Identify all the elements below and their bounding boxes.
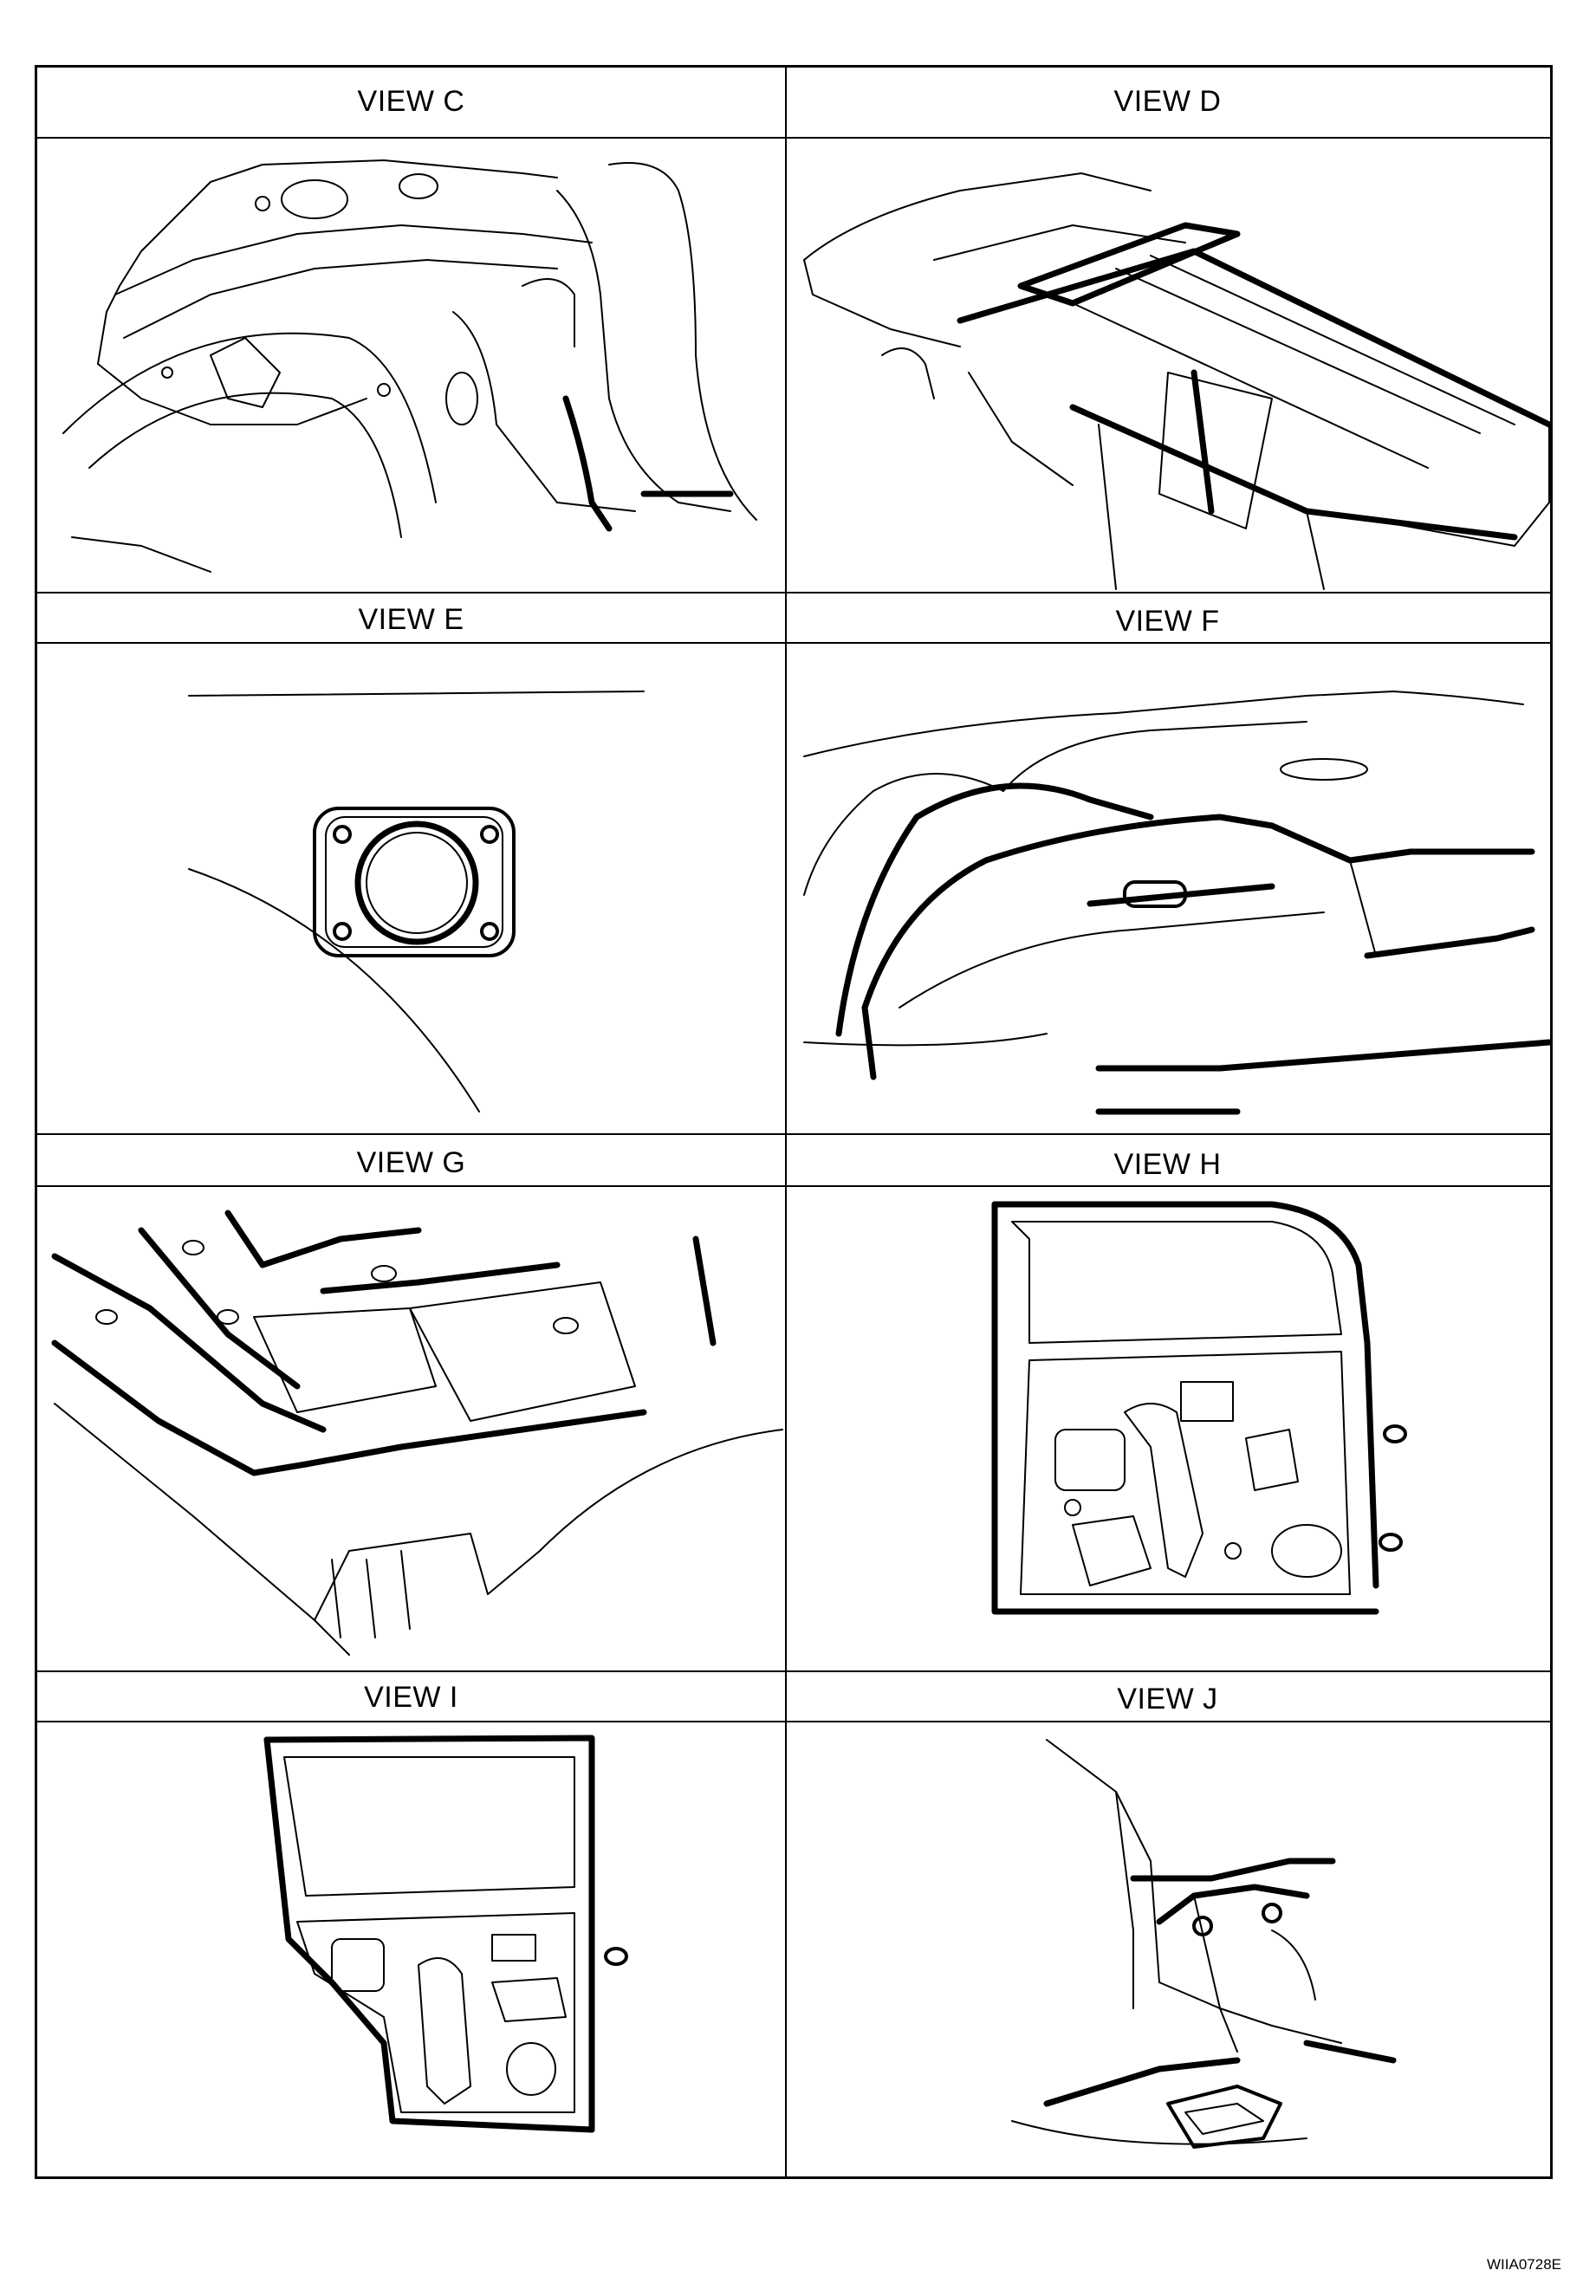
view-i-title: VIEW I xyxy=(364,1681,458,1714)
view-c-title: VIEW C xyxy=(357,85,465,118)
row-divider xyxy=(37,1721,1550,1722)
view-d-drawing xyxy=(803,172,1553,590)
view-j-drawing xyxy=(1011,1739,1397,2149)
view-e-drawing xyxy=(188,691,645,1112)
view-h-drawing xyxy=(991,1201,1407,1615)
view-g-title: VIEW G xyxy=(356,1146,466,1179)
view-g-drawing xyxy=(51,1210,783,1656)
row-divider xyxy=(37,1670,1550,1672)
view-h-title: VIEW H xyxy=(1113,1148,1222,1181)
views-grid: VIEW C VIEW D VIEW E VIEW F VIEW G VIEW … xyxy=(35,65,1553,2179)
column-divider xyxy=(785,68,787,2176)
row-divider xyxy=(37,137,1550,139)
view-c-drawing xyxy=(62,159,757,573)
row-divider xyxy=(37,642,1550,644)
figure-code: WIIA0728E xyxy=(1487,2256,1561,2273)
row-divider xyxy=(37,592,1550,593)
view-d-title: VIEW D xyxy=(1113,85,1222,118)
view-f-drawing xyxy=(803,691,1553,1115)
row-divider xyxy=(37,1133,1550,1135)
view-i-drawing xyxy=(263,1735,628,2133)
view-f-title: VIEW F xyxy=(1115,605,1220,638)
view-j-title: VIEW J xyxy=(1117,1683,1218,1716)
view-e-title: VIEW E xyxy=(358,603,464,636)
row-divider xyxy=(37,1185,1550,1187)
